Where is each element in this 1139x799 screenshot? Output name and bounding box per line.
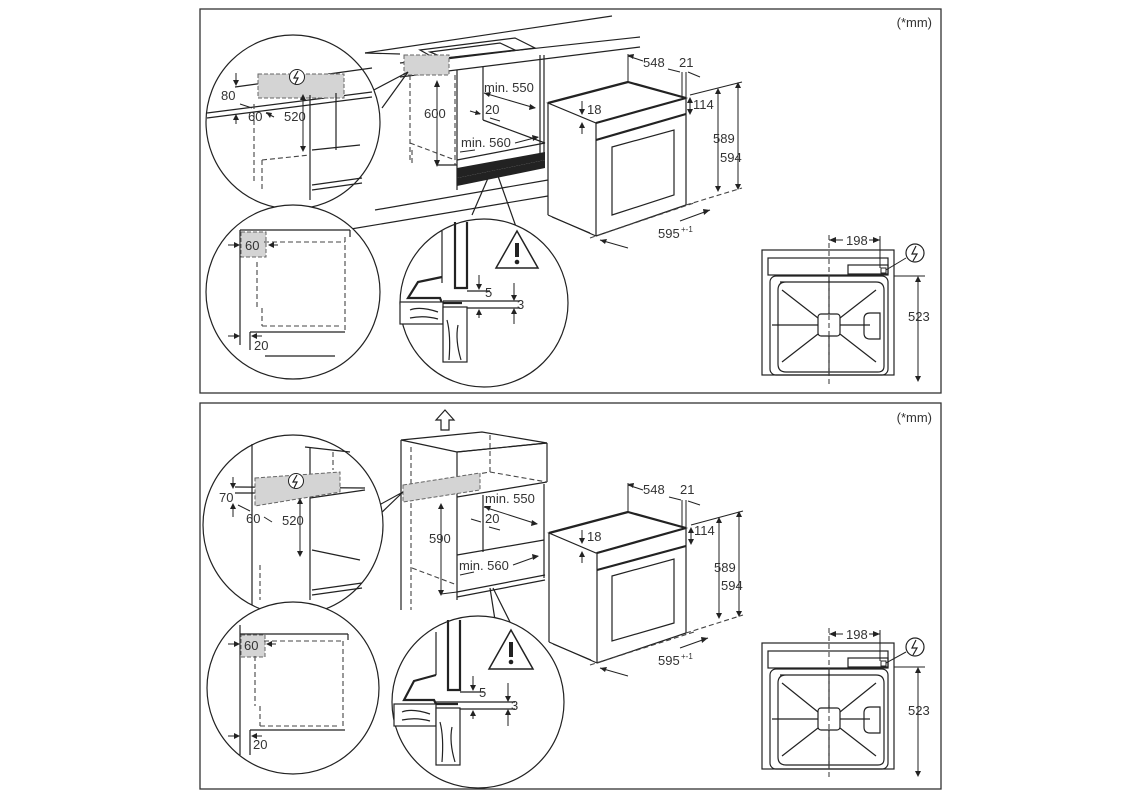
dim-oven-width: 595: [658, 226, 680, 241]
panel-in-column: (*mm): [199, 402, 942, 790]
dim-cabinet-height: 600: [424, 106, 446, 121]
detail-gap-warning: 5 3: [399, 218, 569, 388]
dim-oven-height-total: 594: [720, 150, 742, 165]
warning-icon: [487, 628, 535, 670]
panel-under-worktop: (*mm): [199, 8, 942, 394]
dim-front-thickness: 21: [679, 55, 693, 70]
detail-top-cutout: 80 60 520: [205, 34, 381, 210]
dim-panel-height: 114: [693, 97, 714, 112]
dim-panel-height: 114: [694, 523, 715, 538]
dim-oven-height-body: 589: [714, 560, 736, 575]
warning-icon: [494, 229, 540, 269]
dim-top-height: 520: [282, 513, 304, 528]
side-gap-area: [240, 634, 266, 658]
dim-gap-lower: 3: [511, 698, 518, 713]
dim-gap-upper: 5: [485, 285, 492, 300]
dim-oven-width: 595: [658, 653, 680, 668]
electric-icon: [905, 243, 925, 263]
dim-min-width: min. 560: [459, 558, 509, 573]
cabinet: 600 min. 550 20 min. 560: [409, 55, 546, 190]
dim-gap-upper: 5: [479, 685, 486, 700]
detail-side-gap: 60 20: [205, 204, 381, 380]
dim-side-gap: 60: [245, 238, 259, 253]
worktop: [344, 15, 641, 231]
dim-oven-depth: 548: [643, 55, 665, 70]
dim-socket-offset: 198: [846, 233, 868, 248]
dim-front-thickness: 21: [680, 482, 694, 497]
column-cabinet: 590 min. 550 20 min. 560: [400, 431, 548, 610]
ventilation-strip: [457, 152, 545, 178]
dim-rear-gap: 20: [485, 511, 499, 526]
electric-icon: [288, 473, 304, 489]
oven-rear-view: 198 523: [761, 233, 930, 385]
panel-frame: [199, 402, 942, 790]
dim-min-width: min. 560: [461, 135, 511, 150]
dim-side-offset: 18: [587, 529, 601, 544]
dim-min-depth: min. 550: [484, 80, 534, 95]
dim-socket-offset: 198: [846, 627, 868, 642]
dim-bottom-gap: 20: [254, 338, 268, 353]
electric-icon: [905, 637, 925, 657]
oven-door-window: [611, 558, 675, 642]
oven-rear-view: 198 523: [761, 627, 930, 780]
dim-top-height: 520: [284, 109, 306, 124]
dim-rear-gap: 20: [485, 102, 499, 117]
dim-oven-width-tolerance: +-1: [681, 225, 693, 234]
oven-door-window: [611, 129, 675, 216]
dim-oven-width-tolerance: +-1: [681, 652, 693, 661]
up-arrow-icon: [434, 409, 456, 431]
dim-socket-height: 523: [908, 309, 930, 324]
dim-bottom-gap: 20: [253, 737, 267, 752]
oven-front-view: 548 21 114 18 589: [546, 54, 743, 249]
dim-cutout-height: 80: [221, 88, 235, 103]
dim-side-offset: 18: [587, 102, 601, 117]
side-gap-area: [240, 231, 267, 258]
dim-cutout-depth: 60: [246, 511, 260, 526]
oven-front-view: 548 21 114 18 589 594: [547, 482, 744, 677]
units-note: (*mm): [897, 410, 932, 425]
dim-cutout-depth: 60: [248, 109, 262, 124]
dim-min-depth: min. 550: [485, 491, 535, 506]
dim-cutout-height: 70: [219, 490, 233, 505]
socket-area: [402, 472, 481, 503]
dim-side-gap: 60: [244, 638, 258, 653]
detail-top-cutout: 70 60 520: [202, 434, 384, 616]
socket-area: [403, 54, 450, 76]
dim-socket-height: 523: [908, 703, 930, 718]
detail-gap-warning: 5 3: [391, 615, 565, 789]
detail-side-gap: 60 20: [206, 601, 380, 775]
electric-icon: [289, 69, 305, 85]
dim-oven-height-total: 594: [721, 578, 743, 593]
dim-oven-depth: 548: [643, 482, 665, 497]
panel-frame: [199, 8, 942, 394]
units-note: (*mm): [897, 15, 932, 30]
dim-gap-lower: 3: [517, 297, 524, 312]
dim-cabinet-height: 590: [429, 531, 451, 546]
socket-area: [254, 471, 341, 507]
dim-oven-height-body: 589: [713, 131, 735, 146]
